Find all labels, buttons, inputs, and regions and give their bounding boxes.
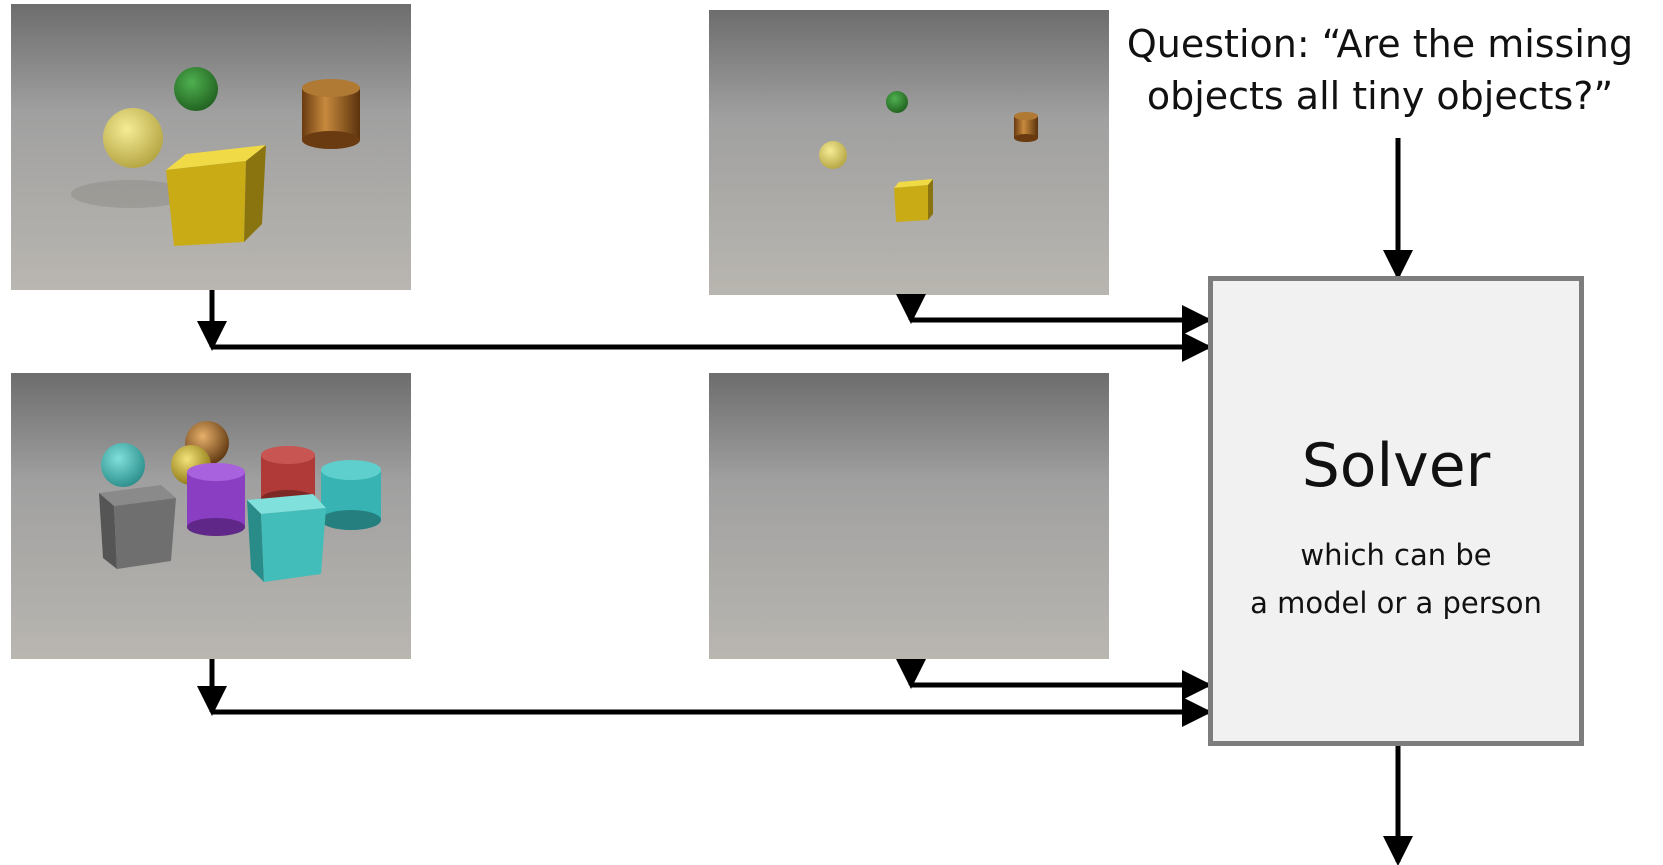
solver-subtitle: which can be a model or a person	[1213, 531, 1579, 627]
solver-title: Solver	[1301, 431, 1491, 501]
purple-cylinder	[187, 463, 245, 536]
yellow-sphere	[819, 141, 847, 169]
gray-cube	[99, 485, 176, 569]
cyan-cylinder	[321, 460, 381, 530]
bronze-cylinder	[302, 79, 360, 149]
solver-subtitle-line-2: a model or a person	[1250, 586, 1542, 620]
cyan-cube	[247, 494, 326, 582]
green-sphere	[174, 67, 218, 111]
question-text: Question: “Are the missing objects all t…	[1100, 18, 1660, 122]
gold-cube	[166, 145, 266, 246]
scene-image-1	[11, 4, 411, 290]
solver-subtitle-line-1: which can be	[1300, 538, 1492, 572]
scene-image-4	[709, 373, 1109, 659]
question-line-2: objects all tiny objects?”	[1146, 74, 1614, 118]
scene-image-3	[11, 373, 411, 659]
scene-image-2	[709, 10, 1109, 295]
green-sphere	[886, 91, 908, 113]
solver-box: Solver which can be a model or a person	[1208, 276, 1584, 746]
question-line-1: Question: “Are the missing	[1126, 22, 1634, 66]
yellow-sphere	[103, 108, 163, 168]
cyan-sphere	[101, 443, 145, 487]
gold-cube	[894, 179, 933, 222]
bronze-cylinder	[1014, 112, 1038, 142]
